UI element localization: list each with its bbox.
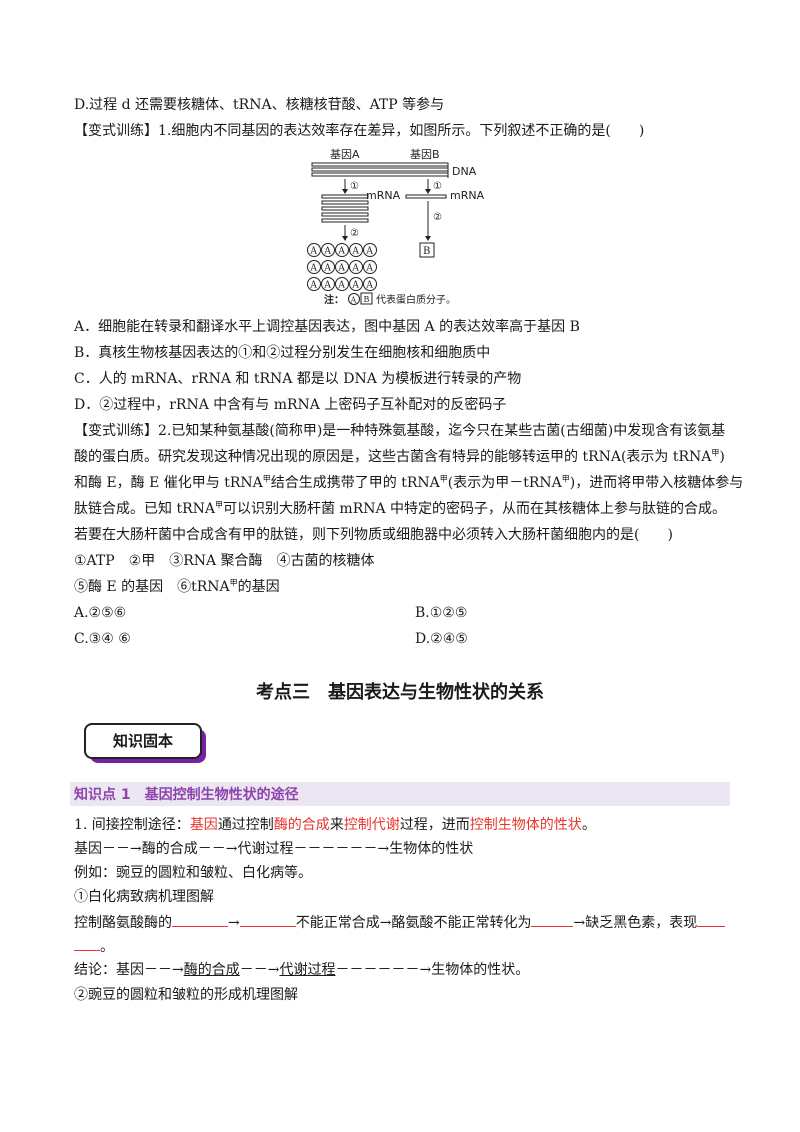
conclusion: 结论：基因－－→酶的合成－－→代谢过程－－－－－－→生物体的性状。 (74, 962, 530, 978)
gene-a-label: 基因A (330, 148, 360, 161)
mrna-left-label: mRNA (366, 189, 401, 202)
pea-title: ②豌豆的圆粒和皱粒的形成机理图解 (74, 987, 298, 1003)
q2-line-5: 若要在大肠杆菌中合成含有甲的肽链，则下列物质或细胞器中必须转入大肠杆菌细胞内的是… (74, 527, 673, 543)
protein-a-letter: A (351, 247, 359, 257)
knowledge-point-title: 知识点 1 基因控制生物性状的途径 (74, 787, 299, 803)
content-p1: 1. 间接控制途径：基因通过控制酶的合成来控制代谢过程，进而控制生物体的性状。 (74, 817, 596, 833)
protein-a-circle (363, 277, 377, 291)
protein-a-letter: A (337, 247, 345, 257)
q2-option-d: D.②④⑤ (415, 631, 468, 647)
albino-title: ①白化病致病机理图解 (74, 889, 214, 905)
gene-b-label: 基因B (410, 148, 440, 161)
step2-left: ② (350, 228, 359, 239)
protein-a-circle (321, 260, 335, 274)
q2-items-1: ①ATP ②甲 ③RNA 聚合酶 ④古菌的核糖体 (74, 553, 375, 569)
note-b-symbol: B (364, 295, 370, 304)
albino-line: 控制酪氨酸酶的→不能正常合成→酪氨酸不能正常转化为→缺乏黑色素，表现 (74, 912, 726, 933)
step1-left: ① (350, 181, 359, 192)
mrna-right-label: mRNA (450, 189, 485, 202)
content-flow: 基因－－→酶的合成－－→代谢过程－－－－－－→生物体的性状 (74, 841, 474, 857)
q2-option-a: A.②⑤⑥ (74, 605, 127, 621)
protein-a-circle (349, 277, 363, 291)
note-prefix: 注： (324, 293, 344, 306)
protein-a-circle (307, 260, 321, 274)
protein-a-circle (363, 243, 377, 257)
protein-a-circle (307, 277, 321, 291)
protein-a-circle (321, 243, 335, 257)
protein-a-letter: A (309, 281, 317, 291)
protein-a-letter: A (337, 264, 345, 274)
protein-a-letter: A (323, 247, 331, 257)
q2-line-4: 肽链合成。已知 tRNA甲可以识别大肠杆菌 mRNA 中特定的密码子，从而在其核… (74, 500, 727, 517)
q2-option-b: B.①②⑤ (415, 605, 468, 621)
q2-option-c: C.③④ ⑥ (74, 631, 131, 647)
knowledge-badge: 知识固本 (84, 723, 206, 763)
protein-a-circle (349, 260, 363, 274)
protein-a-letter: A (365, 281, 373, 291)
q1-option-b: B．真核生物核基因表达的①和②过程分别发生在细胞核和细胞质中 (74, 345, 491, 361)
content-example: 例如：豌豆的圆粒和皱粒、白化病等。 (74, 865, 312, 881)
note-suffix: 代表蛋白质分子。 (376, 293, 456, 306)
protein-a-letter: A (351, 264, 359, 274)
protein-a-circle (363, 260, 377, 274)
protein-a-letter: A (309, 247, 317, 257)
q2-line-2: 酸的蛋白质。研究发现这种情况出现的原因是，这些古菌含有特异的能够转运甲的 tRN… (74, 448, 725, 465)
dna-label: DNA (452, 165, 477, 178)
protein-a-letter: A (365, 247, 373, 257)
section-title: 考点三 基因表达与生物性状的关系 (256, 682, 544, 703)
protein-a-letter: A (337, 281, 345, 291)
albino-line-cont: 。 (74, 936, 114, 957)
step1-right: ① (433, 181, 442, 192)
q2-items-2: ⑤酶 E 的基因 ⑥tRNA甲的基因 (74, 578, 280, 595)
protein-a-letter: A (309, 264, 317, 274)
note-a-symbol: A (350, 296, 357, 305)
protein-a-letter: A (365, 264, 373, 274)
protein-a-circle (335, 277, 349, 291)
q1-option-d: D．②过程中，rRNA 中含有与 mRNA 上密码子互补配对的反密码子 (74, 397, 507, 413)
q1-option-c: C．人的 mRNA、rRNA 和 tRNA 都是以 DNA 为模板进行转录的产物 (74, 371, 522, 387)
protein-a-circle (321, 277, 335, 291)
q2-line-3: 和酶 E，酶 E 催化甲与 tRNA甲结合生成携带了甲的 tRNA甲(表示为甲－… (74, 474, 744, 491)
q1-option-a: A．细胞能在转录和翻译水平上调控基因表达，图中基因 A 的表达效率高于基因 B (74, 319, 580, 335)
protein-a-letter: A (351, 281, 359, 291)
protein-a-circle (307, 243, 321, 257)
protein-a-circle (335, 260, 349, 274)
option-d-line: D.过程 d 还需要核糖体、tRNA、核糖核苷酸、ATP 等参与 (74, 97, 445, 113)
step2-right: ② (433, 212, 442, 223)
protein-a-letter: A (323, 264, 331, 274)
protein-a-circle (335, 243, 349, 257)
question-1-stem: 【变式训练】1.细胞内不同基因的表达效率存在差异，如图所示。下列叙述不正确的是(… (74, 123, 645, 139)
badge-label: 知识固本 (84, 723, 202, 759)
knowledge-point-bar: 知识点 1 基因控制生物性状的途径 (70, 782, 730, 806)
q2-line-1: 【变式训练】2.已知某种氨基酸(简称甲)是一种特殊氨基酸，迄今只在某些古菌(古细… (74, 423, 726, 439)
protein-a-circle (349, 243, 363, 257)
protein-a-letter: A (323, 281, 331, 291)
protein-b-label: B (423, 246, 430, 257)
